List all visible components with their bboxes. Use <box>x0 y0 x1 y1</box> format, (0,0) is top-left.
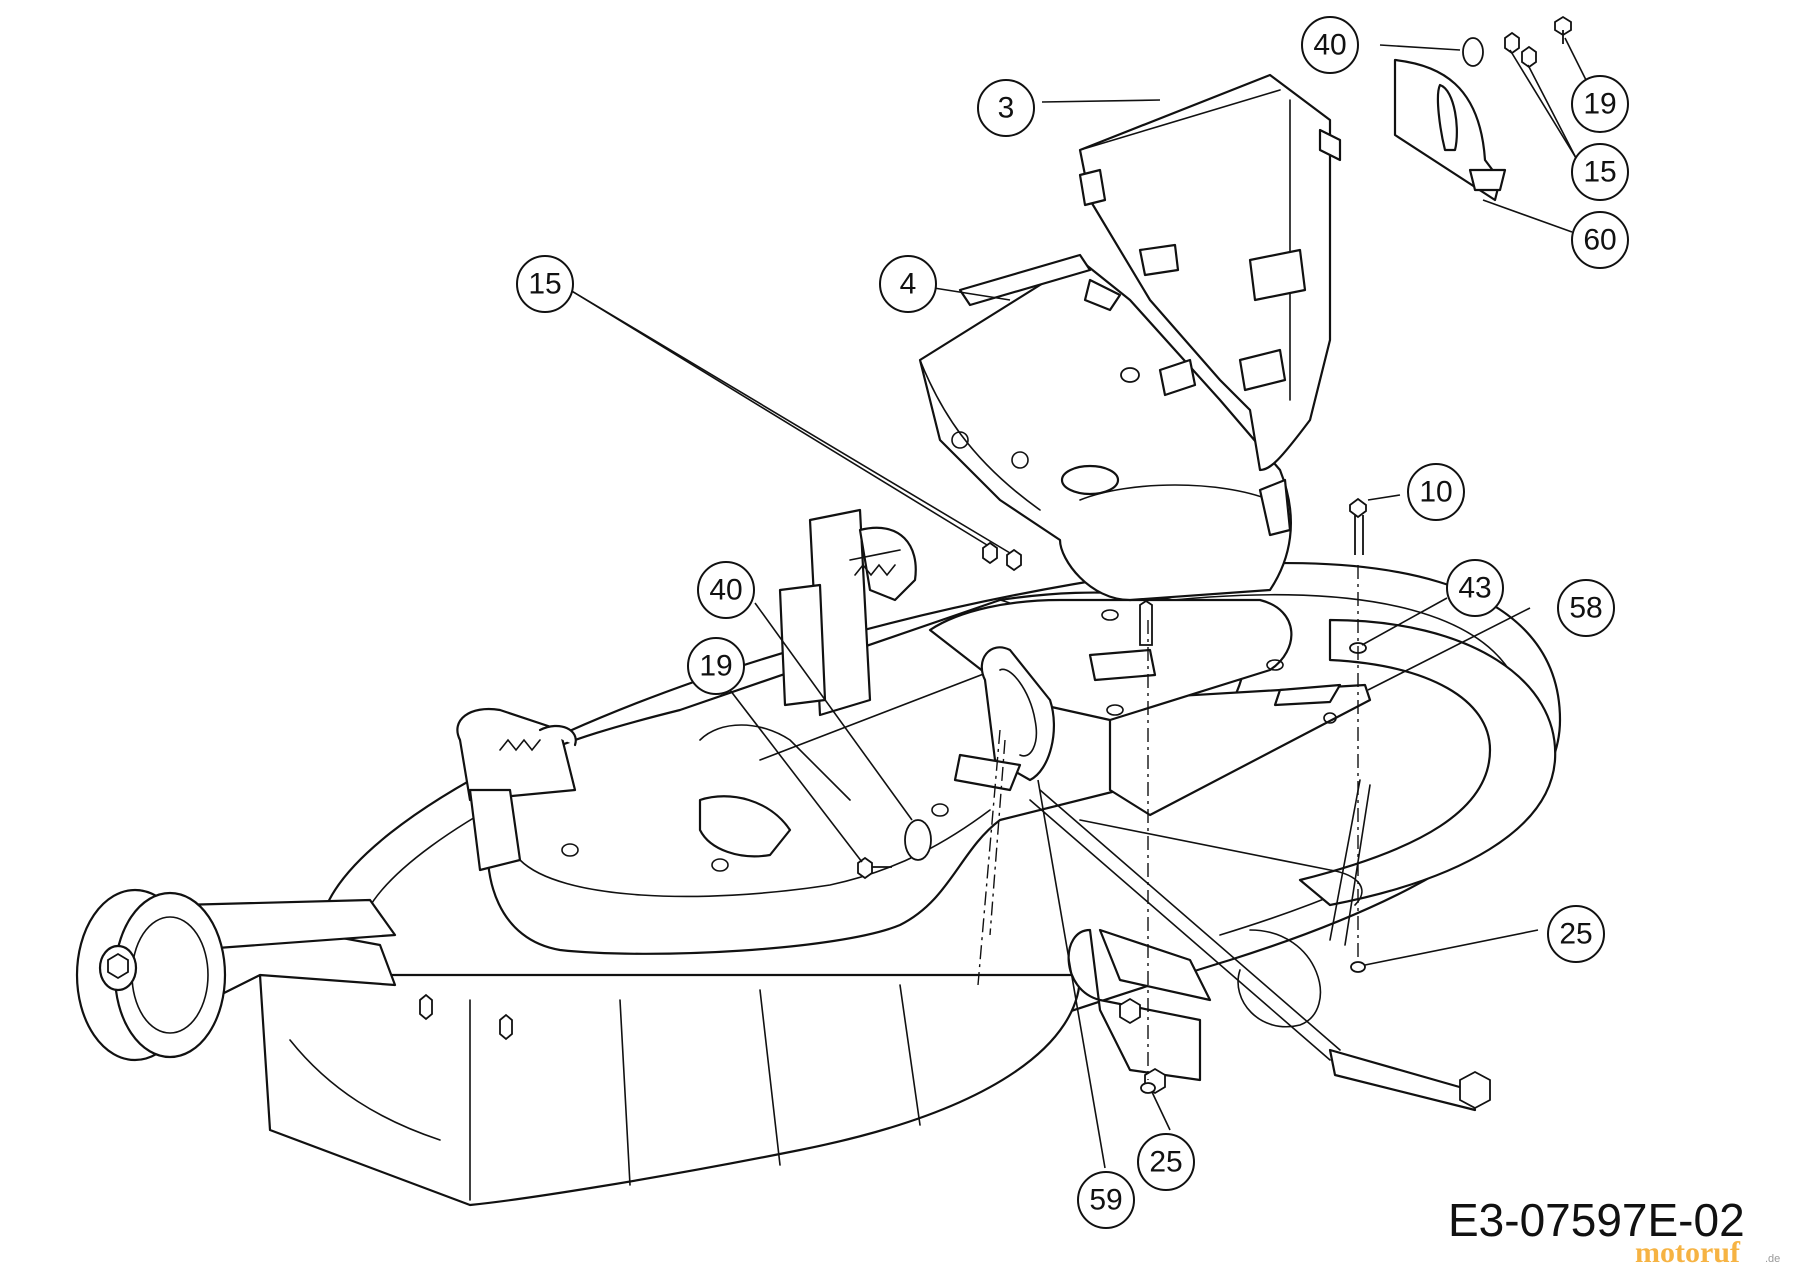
washer-40-top <box>1462 37 1484 67</box>
belt-guard-plate <box>1108 683 1372 817</box>
discharge-guard-upper <box>1078 73 1342 472</box>
nut-25-bottom <box>1140 1082 1156 1094</box>
callout-label: 43 <box>1458 572 1491 605</box>
callout-58: 58 <box>1557 579 1615 637</box>
nut-15-top-2 <box>1521 45 1537 69</box>
callout-19-center: 19 <box>687 637 745 695</box>
callout-label: 59 <box>1089 1184 1122 1217</box>
callout-label: 19 <box>1583 88 1616 121</box>
nut-15-mid-1 <box>982 541 998 565</box>
callout-60: 60 <box>1571 211 1629 269</box>
callout-label: 60 <box>1583 224 1616 257</box>
nut-15-top-1 <box>1504 31 1520 55</box>
callout-label: 4 <box>900 268 917 301</box>
discharge-guard-lower <box>918 253 1292 602</box>
callout-label: 58 <box>1569 592 1602 625</box>
centerlines <box>977 565 1359 1080</box>
callout-59: 59 <box>1077 1171 1135 1229</box>
callout-25-bottom: 25 <box>1137 1133 1195 1191</box>
callout-label: 15 <box>528 268 561 301</box>
callout-label: 10 <box>1419 476 1452 509</box>
deflector-mount-plate <box>1393 58 1507 202</box>
bolt-10 <box>1349 497 1367 555</box>
callout-43: 43 <box>1446 559 1504 617</box>
watermark-suffix: .de <box>1765 1253 1780 1265</box>
hardware <box>419 15 1572 1094</box>
callout-label: 25 <box>1559 918 1592 951</box>
callout-15-left: 15 <box>516 255 574 313</box>
bolt-19-top <box>1554 15 1572 44</box>
callout-40-top: 40 <box>1301 16 1359 74</box>
lift-rod-assembly <box>1029 779 1491 1112</box>
nut-25-right <box>1350 961 1366 973</box>
callout-label: 3 <box>998 92 1015 125</box>
callout-label: 40 <box>709 574 742 607</box>
callout-15-right: 15 <box>1571 143 1629 201</box>
motoruf-watermark-logo: motoruf .de <box>1635 1236 1780 1269</box>
bolt-19-center <box>857 856 892 880</box>
callout-40-center: 40 <box>697 561 755 619</box>
callout-label: 15 <box>1583 156 1616 189</box>
deflector-bracket <box>953 646 1055 792</box>
watermark-text: motoruf <box>1635 1236 1741 1269</box>
callout-25-right: 25 <box>1547 905 1605 963</box>
callout-label: 25 <box>1149 1146 1182 1179</box>
callout-10: 10 <box>1407 463 1465 521</box>
callout-19-top: 19 <box>1571 75 1629 133</box>
callout-4: 4 <box>879 255 937 313</box>
gauge-wheel <box>75 888 227 1062</box>
nut-15-mid-2 <box>1006 548 1022 572</box>
callout-label: 40 <box>1313 29 1346 62</box>
drawing-code: E3-07597E-02 <box>1448 1194 1745 1246</box>
callout-3: 3 <box>977 79 1035 137</box>
callout-label: 19 <box>699 650 732 683</box>
leader-lines <box>569 37 1592 1169</box>
washer-40-center <box>904 819 932 861</box>
height-adjust-mechanism <box>456 508 917 872</box>
